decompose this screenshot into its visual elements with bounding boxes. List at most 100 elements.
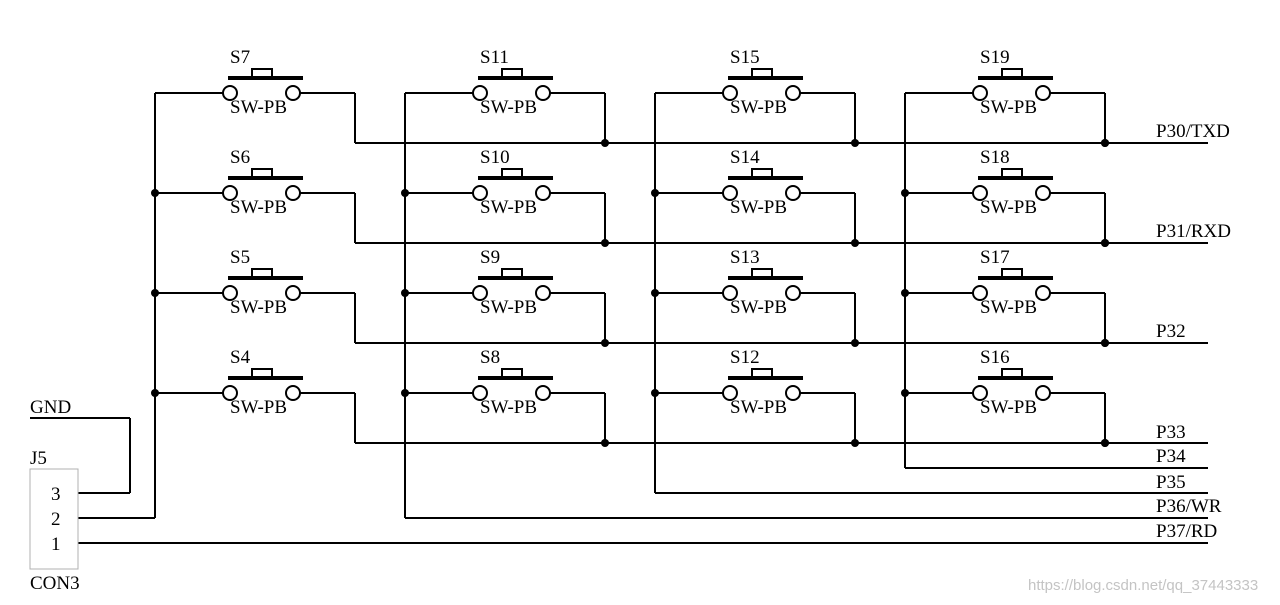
junction-col-0-row-3: [151, 389, 159, 397]
switch-ref: S8: [480, 347, 500, 368]
junction-col-3-row-1: [901, 189, 909, 197]
switch-contact-left: [222, 285, 238, 301]
switch-contact-right: [785, 385, 801, 401]
switch-contact-right: [535, 185, 551, 201]
switch-type: SW-PB: [730, 197, 787, 218]
net-label-p36: P36/WR: [1156, 496, 1222, 517]
switch-contact-left: [972, 385, 988, 401]
switch-type: SW-PB: [980, 97, 1037, 118]
switch-ref: S13: [730, 247, 760, 268]
switch-contact-left: [222, 85, 238, 101]
switch-contact-right: [535, 285, 551, 301]
switch-plunger: [501, 268, 523, 278]
junction-col-2-row-1: [651, 189, 659, 197]
connector-ref: J5: [30, 448, 47, 469]
junction-col-1-row-1: [401, 189, 409, 197]
switch-contact-left: [222, 385, 238, 401]
wires: [30, 93, 1208, 544]
net-label-p35: P35: [1156, 472, 1186, 493]
junction-row-0-col-1: [601, 139, 609, 147]
junction-row-0-col-2: [851, 139, 859, 147]
switch-plunger: [751, 168, 773, 178]
switch-type: SW-PB: [230, 297, 287, 318]
junction-row-2-end: [1101, 339, 1109, 347]
switch-contact-right: [785, 185, 801, 201]
net-label-p32: P32: [1156, 321, 1186, 342]
switch-ref: S15: [730, 47, 760, 68]
junction-row-2-col-2: [851, 339, 859, 347]
net-label-p30: P30/TXD: [1156, 121, 1230, 142]
switch-contact-left: [972, 85, 988, 101]
switch-plunger: [1001, 368, 1023, 378]
switch-ref: S12: [730, 347, 760, 368]
switch-contact-left: [722, 285, 738, 301]
junction-row-3-col-2: [851, 439, 859, 447]
switch-ref: S19: [980, 47, 1010, 68]
switch-contact-right: [1035, 185, 1051, 201]
switch-contact-right: [285, 285, 301, 301]
switch-contact-right: [285, 185, 301, 201]
net-labels: P30/TXD P31/RXD P32 P33 P34 P35 P36/WR P…: [1156, 121, 1231, 542]
watermark: https://blog.csdn.net/qq_37443333: [1028, 577, 1258, 594]
switch-contact-right: [1035, 385, 1051, 401]
junction-row-3-end: [1101, 439, 1109, 447]
junction-row-1-col-2: [851, 239, 859, 247]
switch-contact-right: [1035, 285, 1051, 301]
switch-contact-left: [722, 385, 738, 401]
junction-col-1-row-2: [401, 289, 409, 297]
switch-contact-right: [535, 385, 551, 401]
switch-ref: S7: [230, 47, 250, 68]
junction-row-3-col-1: [601, 439, 609, 447]
switch-contact-right: [785, 285, 801, 301]
connector-part: CON3: [30, 573, 80, 594]
switch-contact-left: [472, 285, 488, 301]
switch-ref: S16: [980, 347, 1010, 368]
switch-ref: S10: [480, 147, 510, 168]
switch-plunger: [251, 168, 273, 178]
switch-type: SW-PB: [980, 397, 1037, 418]
switch-contact-left: [722, 185, 738, 201]
switch-contact-right: [285, 385, 301, 401]
switch-plunger: [251, 368, 273, 378]
switch-plunger: [501, 368, 523, 378]
junction-row-2-col-1: [601, 339, 609, 347]
switch-plunger: [751, 68, 773, 78]
connector-pin-2: 2: [51, 509, 61, 530]
switch-type: SW-PB: [230, 197, 287, 218]
junction-col-3-row-2: [901, 289, 909, 297]
switch-type: SW-PB: [980, 297, 1037, 318]
net-label-p31: P31/RXD: [1156, 221, 1231, 242]
switch-contact-left: [222, 185, 238, 201]
switch-plunger: [1001, 268, 1023, 278]
switch-type: SW-PB: [730, 397, 787, 418]
switch-type: SW-PB: [730, 97, 787, 118]
net-label-p34: P34: [1156, 446, 1186, 467]
junction-col-1-row-3: [401, 389, 409, 397]
switch-ref: S4: [230, 347, 251, 368]
net-label-p37: P37/RD: [1156, 521, 1217, 542]
switch-type: SW-PB: [480, 97, 537, 118]
connector-pin-3: 3: [51, 484, 61, 505]
switch-contact-right: [785, 85, 801, 101]
switch-type: SW-PB: [230, 397, 287, 418]
switch-contact-left: [472, 385, 488, 401]
switch-plunger: [501, 168, 523, 178]
switch-contact-right: [1035, 85, 1051, 101]
switch-ref: S17: [980, 247, 1010, 268]
ground-net-label: GND: [30, 397, 71, 418]
switch-type: SW-PB: [480, 197, 537, 218]
junction-row-0-end: [1101, 139, 1109, 147]
